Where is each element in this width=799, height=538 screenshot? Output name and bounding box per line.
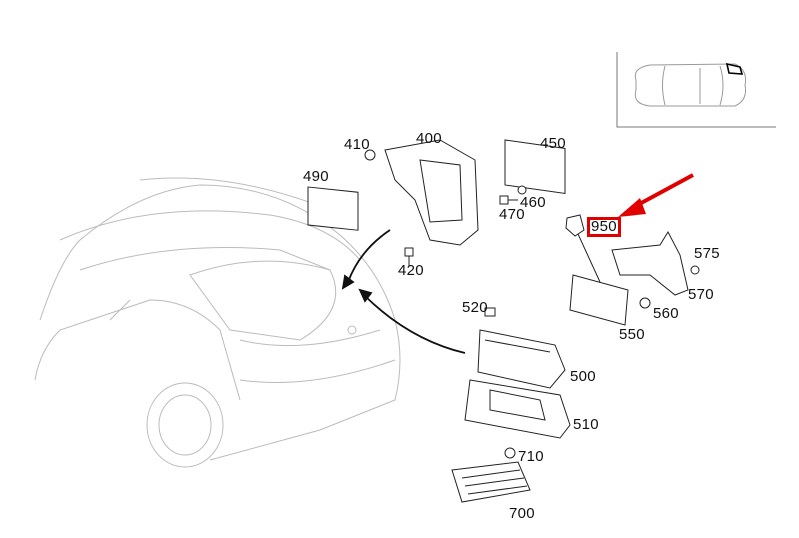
part-550-module xyxy=(569,274,629,326)
part-label-450[interactable]: 450 xyxy=(540,135,566,152)
part-560-bolt xyxy=(639,297,651,309)
part-520-clip xyxy=(484,307,496,317)
part-570-bracket xyxy=(611,230,689,296)
part-500-module xyxy=(477,329,566,389)
part-label-520[interactable]: 520 xyxy=(462,299,488,316)
part-label-700[interactable]: 700 xyxy=(509,505,535,522)
part-450-module xyxy=(504,139,566,195)
highlight-arrow xyxy=(618,173,694,217)
part-label-550[interactable]: 550 xyxy=(619,326,645,343)
part-490-module xyxy=(307,186,359,231)
part-700-module xyxy=(451,461,531,503)
part-410-nut xyxy=(364,149,376,161)
part-label-575[interactable]: 575 xyxy=(694,245,720,262)
part-label-500[interactable]: 500 xyxy=(570,368,596,385)
part-label-410[interactable]: 410 xyxy=(344,136,370,153)
part-label-420[interactable]: 420 xyxy=(398,262,424,279)
car-outline xyxy=(34,177,401,468)
locator-inset xyxy=(616,52,776,128)
part-label-710[interactable]: 710 xyxy=(518,448,544,465)
part-950-clip xyxy=(565,214,601,283)
part-510-bracket xyxy=(464,379,571,439)
part-470-bolt xyxy=(499,195,518,205)
part-710-nut xyxy=(504,447,516,459)
part-label-560[interactable]: 560 xyxy=(653,305,679,322)
part-label-570[interactable]: 570 xyxy=(688,286,714,303)
flow-arrows xyxy=(341,229,466,354)
part-label-490[interactable]: 490 xyxy=(303,168,329,185)
part-460-nut xyxy=(517,185,527,195)
part-drawings xyxy=(307,139,700,503)
part-420-bolt xyxy=(404,247,414,266)
part-400-bracket xyxy=(384,139,479,246)
part-label-460[interactable]: 460 xyxy=(520,194,546,211)
part-label-470[interactable]: 470 xyxy=(499,206,525,223)
part-label-950-highlighted[interactable]: 950 xyxy=(587,217,621,237)
part-label-400[interactable]: 400 xyxy=(416,130,442,147)
part-575-nut xyxy=(690,265,700,275)
part-label-510[interactable]: 510 xyxy=(573,416,599,433)
